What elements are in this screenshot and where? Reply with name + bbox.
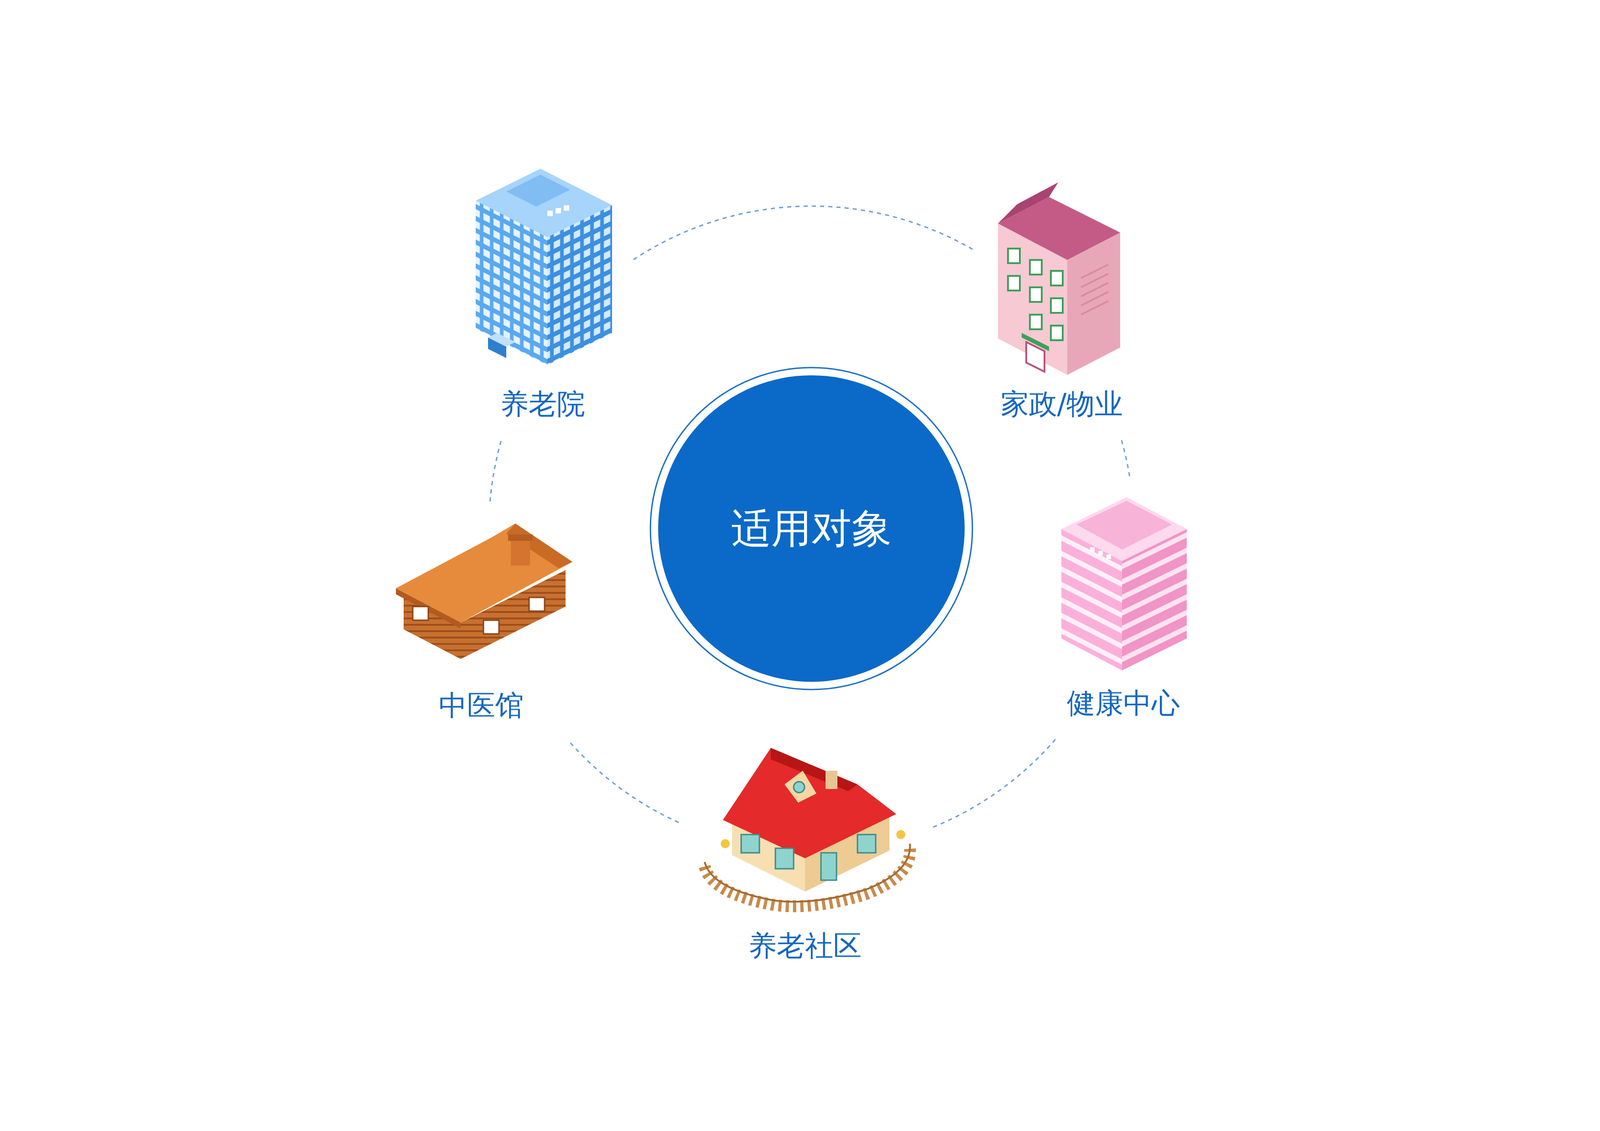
null-part-part (741, 834, 760, 853)
apartment-icon (997, 182, 1121, 375)
building-node: 健康中心 (1057, 494, 1190, 722)
null-part-part (1007, 248, 1020, 264)
center-ring-part (650, 367, 973, 690)
null-part (720, 830, 906, 849)
null-part-part (720, 839, 730, 849)
null-part (1007, 248, 1063, 341)
building-label: 养老社区 (697, 928, 913, 964)
cabin-icon (395, 523, 573, 660)
cabin-icon-part (510, 538, 530, 566)
health-center-icon-part (1061, 497, 1187, 562)
building-node: 养老社区 (697, 743, 913, 964)
tower-icon-part (488, 332, 516, 347)
dashed-arc (489, 441, 501, 502)
null-part-part (1050, 270, 1063, 286)
null-part-part (1090, 547, 1095, 552)
building-label: 健康中心 (1057, 685, 1190, 722)
tower-icon-part (547, 210, 553, 217)
building-label: 家政/物业 (995, 386, 1129, 422)
null-part-part (793, 781, 805, 793)
null-part-part (1007, 275, 1020, 291)
null-part-part (896, 830, 906, 840)
tower-icon-part (555, 207, 562, 214)
house-icon-part (825, 770, 838, 790)
center-circle: 适用对象 (658, 375, 965, 682)
null-part-part (820, 852, 837, 881)
null-part-part (529, 597, 545, 612)
building-node: 养老院 (472, 180, 614, 422)
house-icon-part (770, 748, 858, 792)
dashed-arc (931, 739, 1056, 828)
null-part (412, 597, 545, 634)
house-icon-part (722, 748, 897, 859)
null-part-part (1098, 550, 1103, 556)
dashed-arc (1121, 440, 1130, 477)
null-part-part (775, 848, 794, 869)
null-part-part (483, 620, 499, 634)
apartment-icon-part (1021, 332, 1050, 352)
house-icon-part (784, 770, 817, 803)
health-center-icon (1061, 497, 1187, 671)
building-label: 养老院 (472, 386, 614, 422)
cabin-icon-part (506, 523, 573, 569)
cabin-icon-part (395, 588, 461, 629)
tower-icon-part (475, 168, 613, 238)
health-center-icon-part (1076, 500, 1173, 550)
null-part-part (857, 834, 876, 853)
center-title: 适用对象 (731, 504, 892, 553)
null-part-part (1106, 554, 1112, 560)
null-part-part (1050, 298, 1063, 313)
null-part (1090, 547, 1112, 560)
cabin-icon-part (508, 534, 533, 541)
null-part (1080, 264, 1109, 315)
null-part-part (1080, 301, 1109, 315)
null-part-part (1029, 259, 1042, 275)
cabin-icon-part (395, 523, 573, 623)
dashed-arc (569, 741, 679, 823)
null-part-part (412, 606, 429, 621)
tower-icon-part (563, 205, 570, 211)
building-label: 中医馆 (391, 687, 572, 724)
building-node: 中医馆 (391, 519, 572, 724)
tower-icon (475, 168, 613, 365)
null-part-part (1029, 314, 1042, 330)
null-part (741, 781, 876, 881)
null-part-part (1050, 325, 1063, 341)
house-icon (704, 748, 910, 907)
dashed-arc (633, 206, 977, 260)
apartment-icon-part (997, 182, 1059, 224)
tower-icon-part (506, 174, 571, 207)
null-part-part (1029, 287, 1042, 302)
building-node: 家政/物业 (995, 180, 1129, 422)
center-ring (650, 367, 973, 690)
